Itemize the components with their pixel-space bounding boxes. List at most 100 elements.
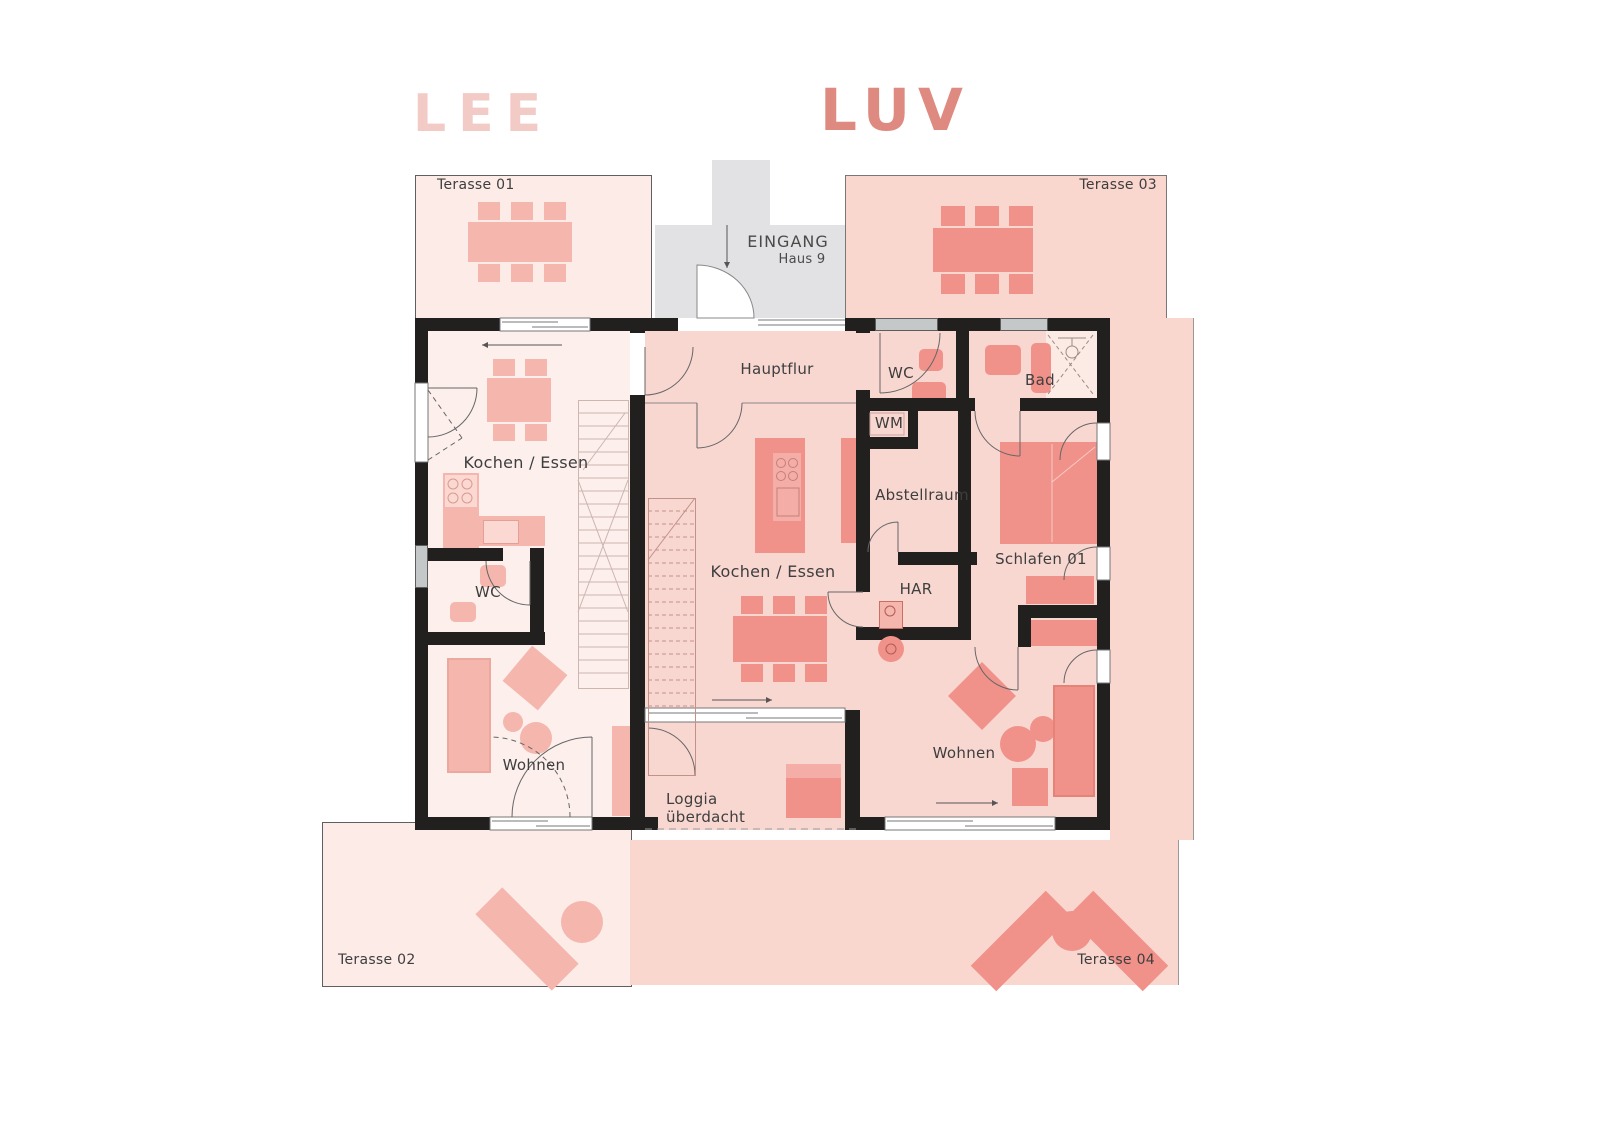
- room-label-wc-lee: WC: [475, 583, 501, 601]
- wall-segment: [1018, 605, 1031, 647]
- sideboard: [612, 726, 632, 816]
- stove: [445, 475, 477, 507]
- kitchen-counter: [841, 438, 856, 543]
- chair: [544, 264, 566, 282]
- chair: [941, 274, 965, 294]
- water-heater: [879, 601, 903, 629]
- title-lee: LEE: [413, 84, 554, 144]
- room-label-kochen-luv: Kochen / Essen: [710, 562, 836, 581]
- wall-segment: [898, 552, 977, 565]
- kitchen-sink: [483, 520, 519, 544]
- wall-segment: [592, 817, 658, 830]
- room-label-wc-luv: WC: [888, 364, 914, 382]
- entrance-porch: [712, 160, 770, 225]
- chair: [525, 424, 547, 441]
- room-label-wohnen-luv: Wohnen: [932, 744, 996, 762]
- terrace-03-label: Terasse 03: [1079, 177, 1157, 193]
- room-label-schlafen: Schlafen 01: [995, 550, 1087, 568]
- room-label-abstellraum: Abstellraum: [875, 486, 969, 504]
- title-luv: LUV: [820, 76, 971, 144]
- bathroom-sink: [450, 602, 476, 622]
- wall-segment: [1055, 817, 1110, 830]
- chair: [511, 202, 533, 220]
- double-bed: [1000, 442, 1097, 544]
- room-label-kochen-lee: Kochen / Essen: [463, 453, 589, 472]
- wall-segment: [845, 710, 860, 830]
- coffee-table: [520, 722, 552, 754]
- room-label-bad: Bad: [1025, 371, 1055, 389]
- bath-sink: [985, 345, 1021, 375]
- wall-segment: [415, 817, 490, 830]
- toilet: [919, 349, 943, 371]
- side-chair: [1012, 768, 1048, 806]
- wall-segment: [1097, 683, 1110, 830]
- bath-cabinet: [1031, 343, 1051, 393]
- wall-segment: [1048, 318, 1110, 331]
- wall-segment: [870, 437, 917, 449]
- room-label-wohnen-lee: Wohnen: [502, 756, 566, 774]
- coffee-table: [503, 712, 523, 732]
- chair: [805, 596, 827, 614]
- wall-segment: [630, 318, 645, 333]
- garden-strip-right: [1110, 318, 1194, 840]
- dining-table: [487, 378, 551, 422]
- chair: [493, 359, 515, 376]
- wall-segment: [1020, 398, 1097, 411]
- sofa: [447, 658, 491, 773]
- chair: [975, 274, 999, 294]
- wall-segment: [428, 632, 545, 645]
- wall-segment: [958, 411, 971, 552]
- room-label-loggia-2: überdacht: [666, 808, 746, 826]
- wall-segment: [856, 627, 971, 640]
- window: [1000, 318, 1048, 331]
- chair: [1009, 206, 1033, 226]
- wall-segment: [530, 548, 544, 632]
- wall-segment: [856, 318, 870, 333]
- wall-segment: [415, 462, 428, 545]
- loggia-table: [786, 764, 841, 818]
- loggia-table-top: [786, 764, 841, 778]
- outdoor-table: [561, 901, 603, 943]
- window: [415, 545, 428, 588]
- wall-segment: [1018, 605, 1097, 618]
- sofa: [1053, 685, 1095, 797]
- chair: [544, 202, 566, 220]
- chair: [975, 206, 999, 226]
- kitchen-island: [755, 438, 805, 553]
- chair: [478, 202, 500, 220]
- chair: [773, 664, 795, 682]
- room-label-wm: WM: [874, 414, 904, 432]
- wall-segment: [630, 395, 645, 830]
- room-label-hauptflur: Hauptflur: [740, 360, 814, 378]
- entrance-sublabel: Haus 9: [778, 252, 826, 267]
- wall-segment: [1097, 318, 1110, 423]
- dining-table: [733, 616, 827, 662]
- terrace-02-label: Terasse 02: [338, 952, 416, 968]
- wall-segment: [870, 398, 975, 411]
- terrace1-dining-table: [468, 222, 572, 262]
- wall-segment: [856, 390, 870, 592]
- chair: [525, 359, 547, 376]
- chair: [511, 264, 533, 282]
- chair: [478, 264, 500, 282]
- wall-segment: [428, 548, 503, 561]
- chair: [1009, 274, 1033, 294]
- wall-segment: [1097, 580, 1110, 650]
- chair: [741, 664, 763, 682]
- room-label-loggia-1: Loggia: [666, 790, 718, 808]
- window: [875, 318, 938, 331]
- chair: [741, 596, 763, 614]
- entrance-label: EINGANG: [747, 232, 829, 251]
- wall-segment: [958, 552, 971, 640]
- wall-segment: [415, 588, 428, 830]
- wall-segment: [956, 318, 969, 398]
- island-stove: [773, 453, 801, 521]
- coffee-table: [1030, 716, 1056, 742]
- wall-segment: [415, 318, 500, 331]
- chair: [773, 596, 795, 614]
- terrace-04-label: Terasse 04: [1077, 952, 1155, 968]
- wall-segment: [908, 411, 918, 449]
- wall-segment: [415, 318, 428, 383]
- terrace-01-label: Terasse 01: [437, 177, 515, 193]
